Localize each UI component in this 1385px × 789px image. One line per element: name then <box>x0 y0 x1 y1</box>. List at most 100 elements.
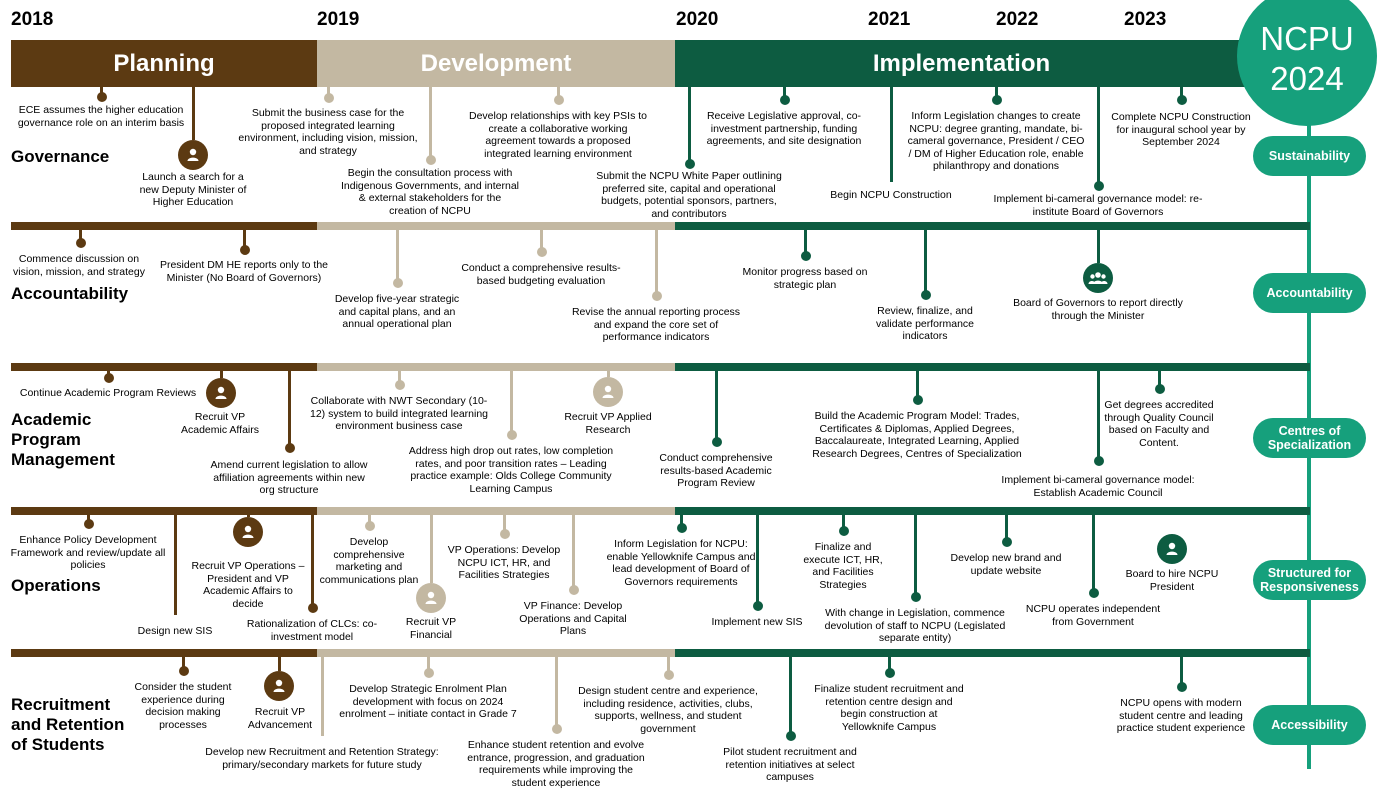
badge-line1: NCPU <box>1260 20 1354 57</box>
year-label-2018: 2018 <box>11 9 54 30</box>
connector-dot <box>838 526 849 536</box>
section-operations: Operations <box>11 576 101 595</box>
connector-dot <box>1093 456 1104 466</box>
milestone-text: Begin the consultation process with Indi… <box>340 167 520 217</box>
connector-dot <box>752 601 763 611</box>
milestone-text: Recruit VP Operations – President and VP… <box>191 560 305 610</box>
person-icon <box>233 517 263 547</box>
pillar-accessibility: Accessibility <box>1253 705 1366 745</box>
connector-line <box>396 230 399 283</box>
section-line: and Retention <box>11 715 125 734</box>
milestone-text: Commence discussion on vision, mission, … <box>13 253 145 278</box>
connector-dot <box>663 670 674 680</box>
connector-dot <box>785 731 796 741</box>
year-label-2023: 2023 <box>1124 9 1167 30</box>
pillar-structured-for-responsiveness: Structured for Responsiveness <box>1253 560 1366 600</box>
separator-bar-implementation <box>675 507 1310 515</box>
connector-line <box>1097 371 1100 461</box>
milestone-text: Rationalization of CLCs: co-investment m… <box>246 618 378 643</box>
milestone-text: Develop comprehensive marketing and comm… <box>319 536 419 586</box>
connector-line <box>680 515 683 528</box>
connector-line <box>1158 371 1161 389</box>
milestone-text: Develop relationships with key PSIs to c… <box>468 110 647 160</box>
milestone-text: Implement bi-cameral governance model: r… <box>993 193 1203 218</box>
connector-line <box>572 515 575 590</box>
milestone-text: VP Finance: Develop Operations and Capit… <box>519 600 627 637</box>
connector-line <box>311 515 314 608</box>
connector-dot <box>103 373 114 383</box>
milestone-text: Collaborate with NWT Secondary (10-12) s… <box>309 395 489 432</box>
milestone-text: Continue Academic Program Reviews <box>19 387 197 399</box>
connector-line <box>607 371 610 377</box>
milestone-text: Board of Governors to report directly th… <box>1013 297 1183 322</box>
connector-line <box>888 657 891 673</box>
milestone-text: Finalize and execute ICT, HR, and Facili… <box>803 541 883 591</box>
section-line: Recruitment <box>11 695 111 714</box>
milestone-text: Address high drop out rates, low complet… <box>408 445 614 495</box>
milestone-text: Design new SIS <box>137 625 213 637</box>
milestone-text: Recruit VP Financial <box>405 616 457 641</box>
connector-line <box>890 87 893 182</box>
connector-line <box>1180 87 1183 100</box>
person-icon <box>593 377 623 407</box>
connector-dot <box>779 95 790 105</box>
section-recruitment-retention: Recruitment and Retention of Students <box>11 695 124 755</box>
connector-line <box>783 87 786 100</box>
connector-line <box>1097 230 1100 263</box>
connector-line <box>510 371 513 435</box>
pillar-accountability: Accountability <box>1253 273 1366 313</box>
connector-line <box>368 515 371 526</box>
milestone-text: NCPU opens with modern student centre an… <box>1116 697 1246 734</box>
connector-line <box>555 657 558 729</box>
connector-dot <box>83 519 94 529</box>
connector-line <box>842 515 845 531</box>
milestone-text: Develop new brand and update website <box>950 552 1062 577</box>
separator-bar-development <box>317 649 675 657</box>
connector-dot <box>178 666 189 676</box>
ncpu-2024-badge: NCPU 2024 <box>1237 0 1377 126</box>
connector-dot <box>912 395 923 405</box>
milestone-text: Get degrees accredited through Quality C… <box>1104 399 1214 449</box>
connector-line <box>1180 657 1183 687</box>
section-academic-program-management: Academic Program Management <box>11 410 115 470</box>
milestone-text: Begin NCPU Construction <box>830 189 952 201</box>
milestone-text: Submit the NCPU White Paper outlining pr… <box>596 170 782 220</box>
connector-line <box>540 230 543 252</box>
milestone-text: Inform Legislation for NCPU: enable Yell… <box>606 538 756 588</box>
connector-dot <box>551 724 562 734</box>
milestone-text: NCPU operates independent from Governmen… <box>1025 603 1161 628</box>
connector-dot <box>1176 95 1187 105</box>
connector-line <box>398 371 401 385</box>
badge-line2: 2024 <box>1270 60 1344 97</box>
connector-line <box>715 371 718 442</box>
year-label-2021: 2021 <box>868 9 911 30</box>
group-icon <box>1083 263 1113 293</box>
connector-line <box>503 515 506 534</box>
connector-dot <box>307 603 318 613</box>
connector-line <box>995 87 998 100</box>
connector-dot <box>920 290 931 300</box>
connector-dot <box>96 92 107 102</box>
connector-dot <box>651 291 662 301</box>
milestone-text: Recruit VP Academic Affairs <box>180 411 259 436</box>
connector-dot <box>684 159 695 169</box>
phase-planning: Planning <box>11 40 317 87</box>
milestone-text: Implement new SIS <box>711 616 803 628</box>
connector-dot <box>323 93 334 103</box>
separator-bar-implementation <box>675 649 1310 657</box>
phase-implementation: Implementation <box>675 40 1248 87</box>
connector-line <box>327 87 330 98</box>
connector-line <box>321 657 324 736</box>
section-accountability: Accountability <box>11 284 129 303</box>
connector-dot <box>506 430 517 440</box>
section-line: of Students <box>11 735 105 754</box>
milestone-text: With change in Legislation, commence dev… <box>824 607 1006 644</box>
separator-bar-implementation <box>675 222 1310 230</box>
milestone-text: Develop five-year strategic and capital … <box>334 293 460 330</box>
milestone-text: Conduct a comprehensive results-based bu… <box>461 262 621 287</box>
separator-bar-planning <box>11 222 317 230</box>
connector-line <box>914 515 917 597</box>
connector-dot <box>1093 181 1104 191</box>
connector-dot <box>499 529 510 539</box>
separator-bar-planning <box>11 649 317 657</box>
